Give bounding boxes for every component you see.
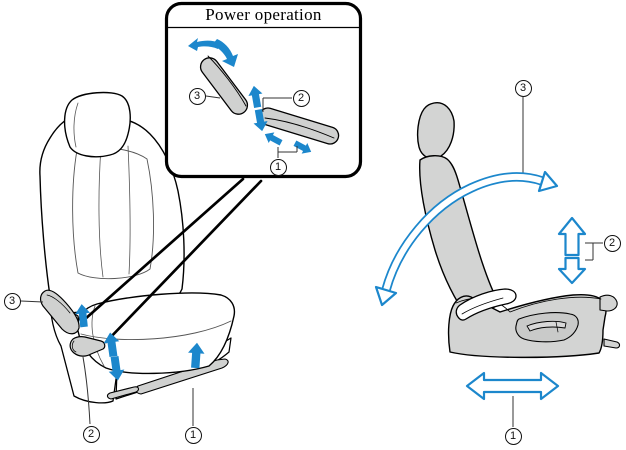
- backrest-seam: [72, 146, 154, 280]
- side-headrest: [416, 102, 455, 159]
- recline-switch-edge: [46, 294, 71, 314]
- lift-up-arrow: [103, 332, 120, 357]
- cushion-seam: [80, 320, 232, 340]
- seat-rail-front: [106, 386, 139, 400]
- seat-switch: [69, 336, 106, 357]
- recline-up-arrow: [75, 304, 91, 328]
- recline-switch: [39, 289, 80, 335]
- side-switch-notch: [555, 321, 559, 333]
- seat-headrest: [63, 91, 131, 158]
- slide-double-arrow: [465, 371, 560, 401]
- backrest-seam-left: [98, 146, 104, 278]
- recline-arc-inner: [383, 174, 543, 291]
- left-seat-arrows: [75, 304, 205, 381]
- pointer-line-upper: [82, 177, 245, 322]
- recline-arc-head-right: [537, 170, 559, 193]
- front-lift-arrow: [188, 342, 205, 369]
- inset-title: Power operation: [205, 5, 322, 24]
- rotate-back-arrow: [188, 38, 220, 51]
- callout-line-3-inset: [205, 95, 221, 99]
- callout-1-right-seat: 1: [504, 427, 522, 445]
- side-recline-lever-seam: [461, 297, 504, 315]
- inset-lift-down-arrow: [253, 109, 268, 132]
- side-base-knob: [599, 294, 618, 312]
- seat-switch-knob: [71, 340, 77, 353]
- side-recline-lever: [455, 288, 517, 321]
- callout-line-1-inset: [277, 146, 298, 158]
- right-seat-illustration: [416, 97, 621, 427]
- height-up-arrow: [557, 216, 587, 257]
- callout-3-right-seat: 3: [514, 79, 532, 97]
- height-down-arrow: [557, 256, 587, 285]
- backrest-seam-right: [127, 145, 131, 275]
- inset-slide-back-arrow: [293, 140, 312, 154]
- inset-recline-switch: [199, 57, 249, 115]
- inset-recline-switch-edge: [207, 55, 247, 107]
- inset-slide-forward-arrow: [264, 132, 283, 146]
- power-operation-inset: [164, 1, 363, 179]
- inset-slide-switch-edge: [264, 117, 335, 139]
- callout-2-right-seat: 2: [603, 234, 621, 252]
- inset-pointer-lines: [82, 177, 263, 344]
- callout-3-left-seat: 3: [3, 292, 21, 310]
- callout-line-2-right: [585, 242, 603, 261]
- callout-3-inset: 3: [188, 87, 206, 105]
- recline-arc-head-left: [374, 285, 398, 307]
- callout-line-2-inset: [262, 97, 292, 112]
- lift-down-arrow: [108, 356, 125, 381]
- callout-line-2-left: [82, 356, 91, 425]
- right-seat-arrows: [374, 170, 587, 401]
- side-base-tab: [603, 338, 621, 349]
- rotate-forward-arrow: [212, 39, 238, 67]
- callout-line-3-left: [20, 300, 44, 303]
- side-backrest: [418, 155, 500, 319]
- inset-lift-up-arrow: [248, 85, 263, 108]
- callout-1-left-seat: 1: [184, 426, 202, 444]
- callout-2-left-seat: 2: [82, 425, 100, 443]
- headrest-seam: [73, 102, 79, 148]
- pointer-line-lower: [104, 179, 263, 344]
- callout-2-inset: 2: [292, 89, 310, 107]
- callout-1-inset: 1: [269, 158, 287, 176]
